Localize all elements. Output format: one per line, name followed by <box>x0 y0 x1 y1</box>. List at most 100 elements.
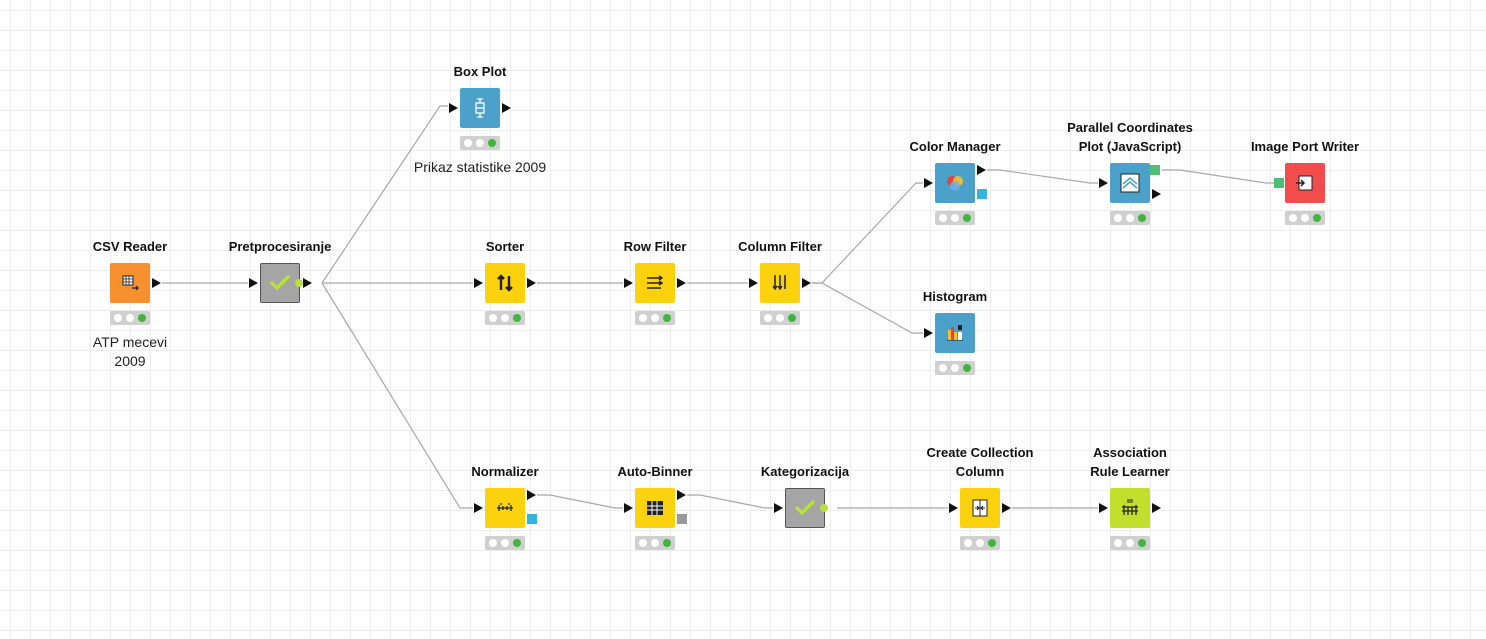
association-rule-icon <box>1110 488 1150 528</box>
output-port[interactable] <box>1002 503 1011 513</box>
node-title: Box Plot <box>453 64 507 79</box>
status-traffic-light <box>485 311 525 325</box>
input-port[interactable] <box>924 178 933 188</box>
input-port[interactable] <box>249 278 258 288</box>
status-traffic-light <box>935 361 975 375</box>
parallel-coordinates-icon <box>1110 163 1150 203</box>
output-port-config[interactable] <box>677 514 687 524</box>
output-port[interactable] <box>152 278 161 288</box>
output-port-color-model[interactable] <box>977 189 987 199</box>
node-title: Normalizer <box>471 464 539 479</box>
input-port[interactable] <box>624 503 633 513</box>
metanode-kategorizacija[interactable]: Kategorizacija <box>761 464 849 528</box>
input-port[interactable] <box>949 503 958 513</box>
output-port-data[interactable] <box>527 490 536 500</box>
checkmark-icon <box>260 263 300 303</box>
connection-pretprocesiranje-to-boxplot <box>321 105 448 284</box>
input-port[interactable] <box>449 103 458 113</box>
status-traffic-light <box>760 311 800 325</box>
input-port[interactable] <box>624 278 633 288</box>
input-port[interactable] <box>474 278 483 288</box>
node-row-filter[interactable]: Row Filter <box>624 239 686 325</box>
image-writer-icon <box>1285 163 1325 203</box>
node-sorter[interactable]: Sorter <box>474 239 536 325</box>
node-normalizer[interactable]: Normalizer <box>471 464 539 550</box>
input-port[interactable] <box>1099 503 1108 513</box>
output-port[interactable] <box>502 103 511 113</box>
status-traffic-light <box>935 211 975 225</box>
color-circles-icon <box>935 163 975 203</box>
binner-icon <box>635 488 675 528</box>
node-title: Auto-Binner <box>617 464 693 479</box>
output-port-image[interactable] <box>1150 165 1160 175</box>
connection-normalizer-to-autobinner <box>537 494 623 509</box>
status-traffic-light <box>960 536 1000 550</box>
connection-autobinner-to-kategorizacija <box>687 494 773 509</box>
output-port[interactable] <box>527 278 536 288</box>
input-port-image[interactable] <box>1274 178 1284 188</box>
column-filter-icon <box>760 263 800 303</box>
node-auto-binner[interactable]: Auto-Binner <box>617 464 693 550</box>
status-traffic-light <box>110 311 150 325</box>
status-traffic-light <box>1285 211 1325 225</box>
row-filter-icon <box>635 263 675 303</box>
connection-columnfilter-to-histogram <box>812 282 923 334</box>
output-port-data[interactable] <box>677 490 686 500</box>
output-port[interactable] <box>802 278 811 288</box>
node-title: Histogram <box>922 289 988 304</box>
connection-colormanager-to-parallel <box>987 169 1098 184</box>
output-port-arrow[interactable] <box>303 278 312 288</box>
output-port[interactable] <box>677 278 686 288</box>
histogram-icon <box>935 313 975 353</box>
status-traffic-light <box>635 311 675 325</box>
box-plot-icon <box>460 88 500 128</box>
collection-icon <box>960 488 1000 528</box>
output-port[interactable] <box>820 504 828 512</box>
input-port[interactable] <box>474 503 483 513</box>
connection-parallel-to-imagewriter <box>1162 169 1274 184</box>
sort-arrows-icon <box>485 263 525 303</box>
input-port[interactable] <box>749 278 758 288</box>
status-traffic-light <box>1110 536 1150 550</box>
status-traffic-light <box>460 136 500 150</box>
output-port-data[interactable] <box>977 165 986 175</box>
checkmark-icon <box>785 488 825 528</box>
node-title: Pretprocesiranje <box>228 239 332 254</box>
node-title: Kategorizacija <box>760 464 850 479</box>
input-port[interactable] <box>774 503 783 513</box>
input-port[interactable] <box>1099 178 1108 188</box>
output-port-data[interactable] <box>1152 189 1161 199</box>
output-port[interactable] <box>295 279 303 287</box>
input-port[interactable] <box>924 328 933 338</box>
node-color-manager[interactable]: Color Manager <box>909 139 1001 225</box>
node-title: Column Filter <box>738 239 822 254</box>
node-box-plot[interactable]: Box Plot Prikaz statistike 2009 <box>414 64 546 175</box>
status-traffic-light <box>1110 211 1150 225</box>
node-title: Row Filter <box>623 239 687 254</box>
connection-pretprocesiranje-to-normalizer <box>321 282 473 509</box>
node-column-filter[interactable]: Column Filter <box>738 239 822 325</box>
node-image-port-writer[interactable]: Image Port Writer <box>1251 139 1359 225</box>
node-annotation: Prikaz statistike 2009 <box>413 159 547 175</box>
output-port-model[interactable] <box>527 514 537 524</box>
node-title: Sorter <box>485 239 525 254</box>
status-traffic-light <box>635 536 675 550</box>
table-reader-icon <box>110 263 150 303</box>
node-title: Image Port Writer <box>1250 139 1360 154</box>
connection-columnfilter-to-colormanager <box>812 182 923 284</box>
metanode-pretprocesiranje[interactable]: Pretprocesiranje <box>229 239 331 303</box>
status-traffic-light <box>485 536 525 550</box>
output-port[interactable] <box>1152 503 1161 513</box>
node-title: Color Manager <box>909 139 1001 154</box>
node-histogram[interactable]: Histogram <box>923 289 987 375</box>
